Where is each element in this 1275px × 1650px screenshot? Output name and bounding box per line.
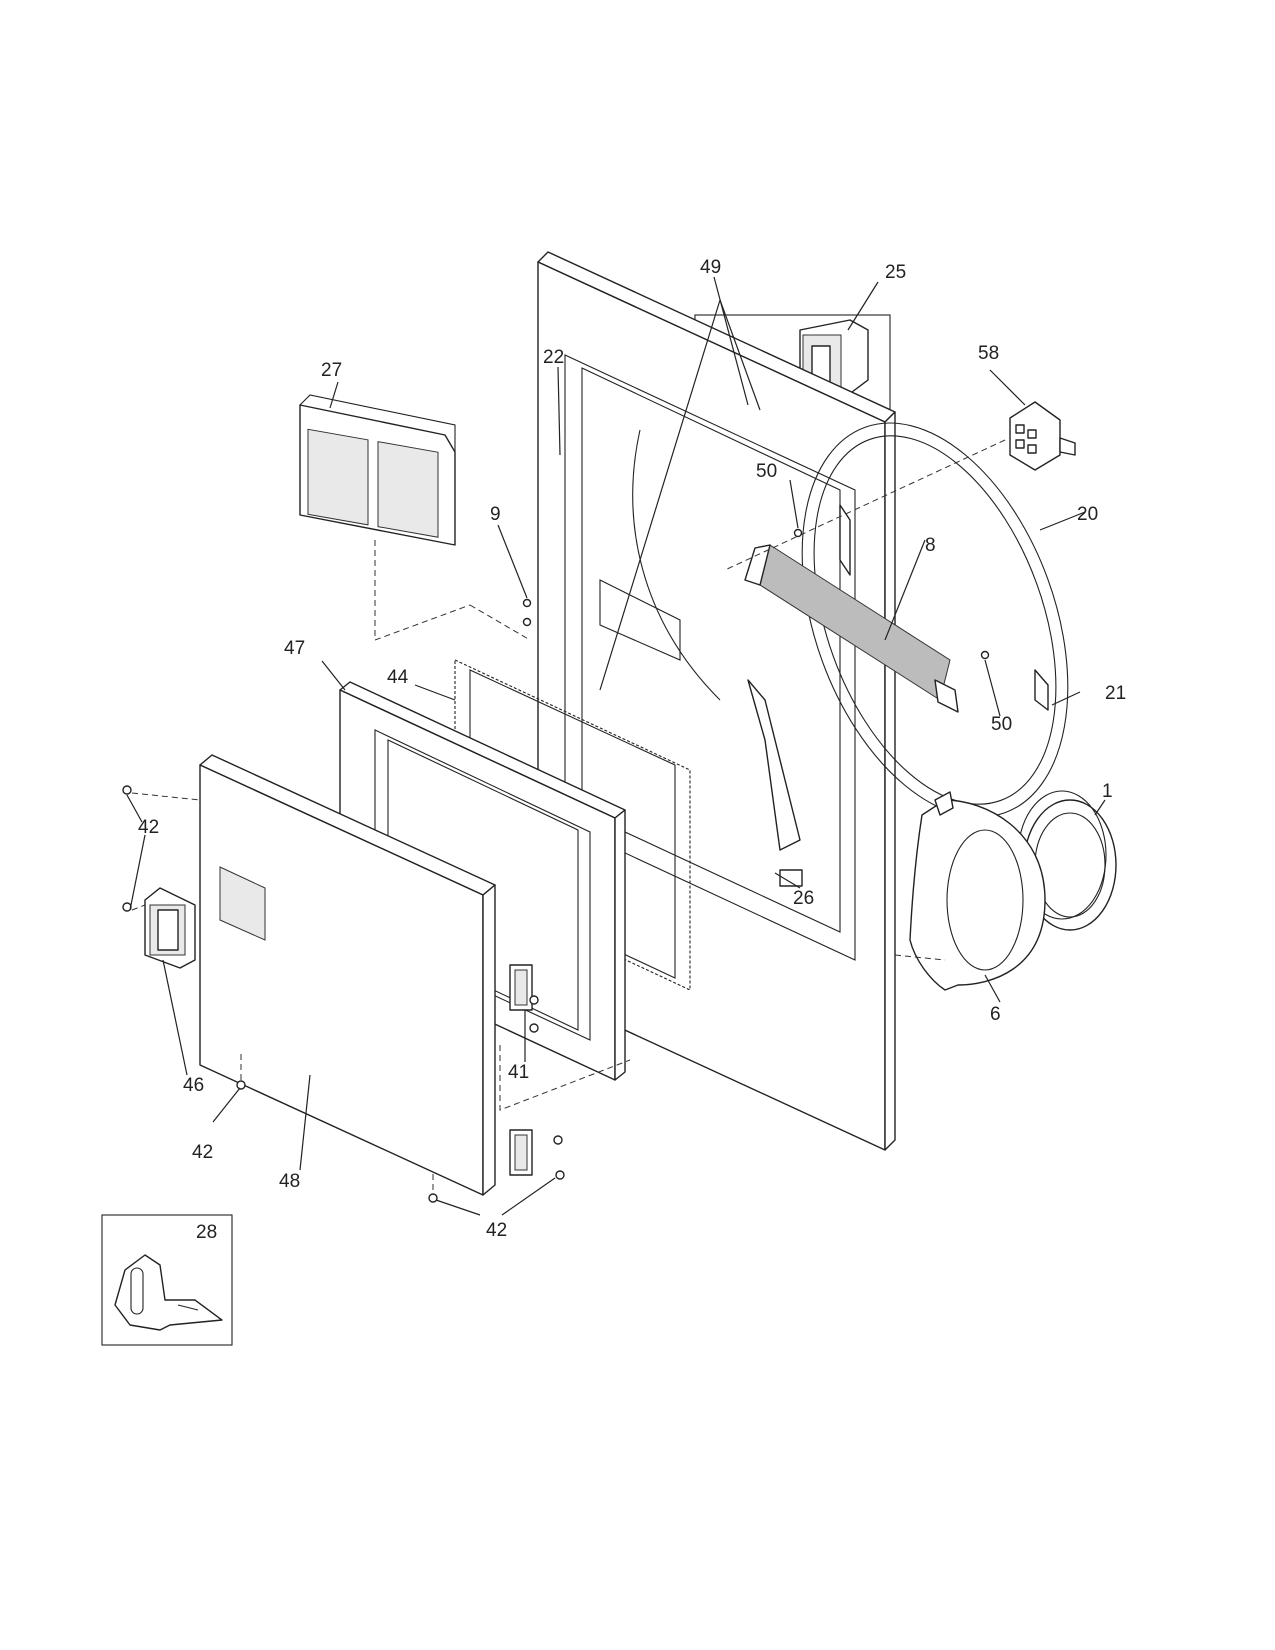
part-46-handle	[144, 887, 196, 969]
callout-labels: 49 25 58 22 27 50 20 9 8 47 44 21 50 1 4…	[138, 257, 1126, 1243]
leader-lines	[126, 276, 1106, 1216]
callout-50-right: 50	[991, 714, 1012, 735]
callout-8: 8	[925, 535, 936, 556]
leader-dash-41	[499, 1045, 631, 1111]
callout-48: 48	[279, 1171, 300, 1192]
part-48-outer-door	[199, 754, 496, 1196]
callout-47: 47	[284, 638, 305, 659]
part-20-21-drum-ring	[801, 422, 1069, 818]
leader-dash-27	[374, 540, 531, 641]
callout-27: 27	[321, 360, 342, 381]
callout-22: 22	[543, 347, 564, 368]
callout-42-bottom: 42	[486, 1220, 507, 1241]
callout-50-top: 50	[756, 461, 777, 482]
callout-25: 25	[885, 262, 906, 283]
callout-58: 58	[978, 343, 999, 364]
part-58-switch	[1009, 401, 1076, 471]
callout-1: 1	[1102, 781, 1113, 802]
leader-dash-6	[894, 954, 946, 961]
callout-46: 46	[183, 1075, 204, 1096]
callout-28: 28	[196, 1222, 217, 1243]
callout-6: 6	[990, 1004, 1001, 1025]
part-9-50-screws	[522, 528, 990, 660]
part-41-hinges	[509, 964, 533, 1176]
leader-dash-58	[724, 439, 1006, 571]
callout-42-bottom-left: 42	[192, 1142, 213, 1163]
part-27-filter	[299, 394, 456, 546]
leader-dash-42	[131, 792, 434, 1190]
callout-49: 49	[700, 257, 721, 278]
callout-42-left: 42	[138, 817, 159, 838]
callout-21: 21	[1105, 683, 1126, 704]
callout-9: 9	[490, 504, 501, 525]
inset-detail-28	[101, 1214, 233, 1346]
callout-26: 26	[793, 888, 814, 909]
part-6-duct	[909, 791, 1046, 991]
callout-44: 44	[387, 667, 409, 688]
part-42-screws	[122, 785, 565, 1203]
callout-41: 41	[508, 1062, 529, 1083]
callout-20: 20	[1077, 504, 1098, 525]
part-8-mesh	[744, 544, 959, 713]
